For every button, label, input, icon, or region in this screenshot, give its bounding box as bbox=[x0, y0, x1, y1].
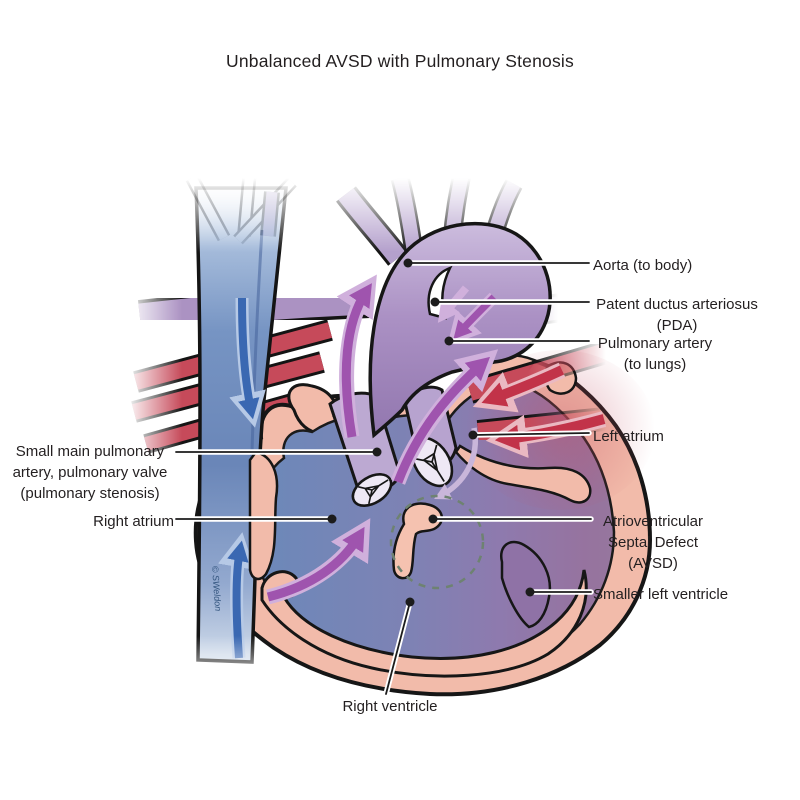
illustrator-watermark: © SWeldon bbox=[210, 565, 223, 611]
label-avsd: Atrioventricular Septal Defect (AVSD) bbox=[602, 513, 704, 572]
stenotic-pulmonary-valve bbox=[351, 473, 393, 507]
diagram-title: Unbalanced AVSD with Pulmonary Stenosis bbox=[226, 51, 574, 71]
label-smaller-left-ventricle: Smaller left ventricle bbox=[593, 586, 729, 603]
label-pulmonary-artery: Pulmonary artery (to lungs) bbox=[597, 335, 713, 373]
label-left-atrium: Left atrium bbox=[593, 428, 664, 445]
left-atrium-floor bbox=[454, 444, 592, 504]
leader-lines bbox=[173, 258, 594, 697]
blood-flow-arrows-mixed bbox=[266, 274, 499, 605]
label-right-atrium: Right atrium bbox=[93, 513, 174, 530]
avsd-papillary-muscle bbox=[392, 502, 443, 580]
label-small-main-pa: Small main pulmonary artery, pulmonary v… bbox=[12, 443, 168, 502]
leader-dots bbox=[327, 258, 535, 607]
avsd-dashed-circle bbox=[389, 494, 485, 590]
label-right-ventricle: Right ventricle bbox=[342, 698, 438, 715]
label-pda: Patent ductus arteriosus (PDA) bbox=[596, 296, 758, 334]
small-left-ventricle-cavity bbox=[499, 540, 552, 629]
crista-terminalis bbox=[248, 450, 279, 581]
label-aorta: Aorta (to body) bbox=[593, 257, 693, 274]
